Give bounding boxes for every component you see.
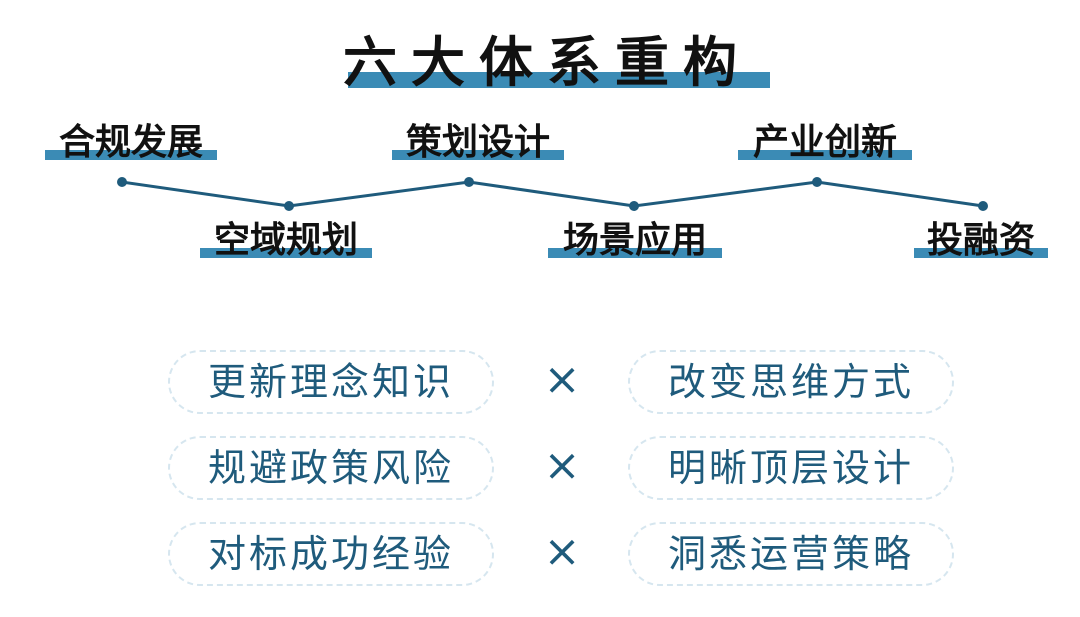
pair-right-label: 明晰顶层设计 <box>667 446 914 490</box>
pair-left-label: 对标成功经验 <box>207 532 454 576</box>
system-label: 产业创新 <box>752 122 897 163</box>
pair-right-pill: 改变思维方式 <box>628 350 954 414</box>
node-dot-4 <box>629 201 639 211</box>
pair-left-pill: 更新理念知识 <box>168 350 494 414</box>
node-dot-6 <box>978 201 988 211</box>
times-icon: × <box>543 440 581 491</box>
system-label: 投融资 <box>926 220 1035 261</box>
pair-right-pill: 洞悉运营策略 <box>628 522 954 586</box>
system-underline <box>548 248 722 258</box>
node-dot-1 <box>117 177 127 187</box>
system-label: 合规发展 <box>58 122 203 163</box>
system-label: 策划设计 <box>405 122 550 163</box>
pair-left-pill: 对标成功经验 <box>168 522 494 586</box>
system-airspace: 空域规划 <box>200 218 372 268</box>
pair-left-pill: 规避政策风险 <box>168 436 494 500</box>
system-scenario: 场景应用 <box>548 218 722 268</box>
pair-left-label: 更新理念知识 <box>207 360 454 404</box>
system-investment: 投融资 <box>914 218 1048 268</box>
times-icon: × <box>543 354 581 405</box>
title-text: 六大体系重构 <box>343 31 751 94</box>
pair-right-label: 洞悉运营策略 <box>667 532 914 576</box>
system-planning: 策划设计 <box>392 120 564 170</box>
times-icon: × <box>543 526 581 577</box>
system-industry: 产业创新 <box>738 120 912 170</box>
pair-left-label: 规避政策风险 <box>207 446 454 490</box>
system-compliance: 合规发展 <box>45 120 217 170</box>
page-title: 六大体系重构 <box>0 28 1080 98</box>
pair-right-label: 改变思维方式 <box>667 360 914 404</box>
system-underline <box>200 248 372 258</box>
node-dot-2 <box>284 201 294 211</box>
system-underline <box>392 150 564 160</box>
node-dot-5 <box>812 177 822 187</box>
node-dot-3 <box>464 177 474 187</box>
system-label: 空域规划 <box>213 220 358 261</box>
system-underline <box>45 150 217 160</box>
system-underline <box>738 150 912 160</box>
pair-right-pill: 明晰顶层设计 <box>628 436 954 500</box>
system-label: 场景应用 <box>562 220 707 261</box>
system-underline <box>914 248 1048 258</box>
title-underline <box>348 72 770 88</box>
